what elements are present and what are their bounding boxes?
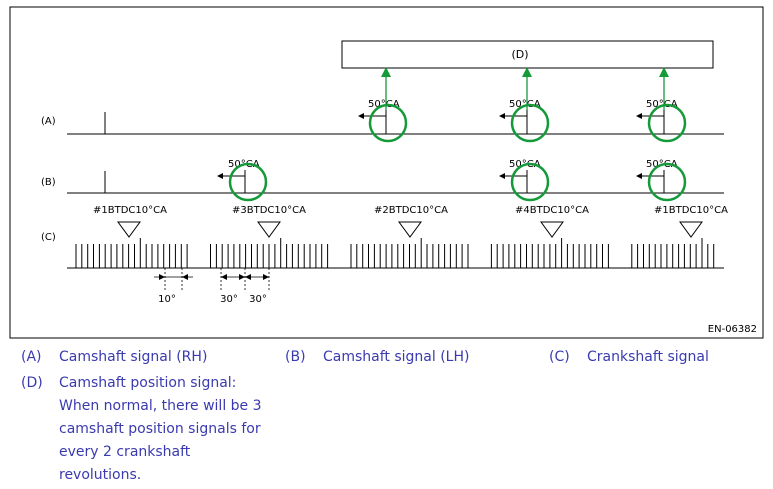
tdc-marker: #1BTDC10°CA (654, 205, 728, 238)
camshaft-lh-pulse: 50°CA (499, 159, 550, 202)
tdc-triangle (679, 221, 703, 238)
tdc-marker: #3BTDC10°CA (232, 205, 306, 238)
pulse-circle (647, 103, 687, 143)
legend-key: (D) (21, 375, 43, 391)
camshaft-rh-pulse: 50°CA (358, 67, 408, 143)
tdc-marker: #2BTDC10°CA (374, 205, 448, 238)
tdc-triangle (257, 221, 281, 238)
legend-text: Camshaft position signal: When normal, t… (59, 372, 262, 487)
tdc-label: #4BTDC10°CA (515, 205, 589, 216)
figure-id: EN-06382 (708, 324, 757, 335)
pulse-circle (510, 103, 550, 143)
tdc-label: #1BTDC10°CA (654, 205, 728, 216)
legend-line: revolutions. (59, 467, 142, 483)
pulse-circle (647, 162, 687, 202)
legend-line: When normal, there will be 3 (59, 398, 262, 414)
camshaft-lh-pulse: 50°CA (217, 159, 268, 202)
legend-line: camshaft position signals for (59, 421, 261, 437)
tdc-label: #2BTDC10°CA (374, 205, 448, 216)
legend-key: (B) (285, 349, 306, 365)
legend-item-a: (A) Camshaft signal (RH) (21, 346, 261, 369)
camshaft-rh-pulse: 50°CA (636, 67, 687, 143)
crankshaft-teeth (75, 238, 715, 268)
tdc-label: #1BTDC10°CA (93, 205, 167, 216)
pulse-circle (368, 103, 408, 143)
legend-line: Camshaft position signal: (59, 375, 237, 391)
pulse-circle (510, 162, 550, 202)
legend-text: Crankshaft signal (587, 349, 709, 365)
tdc-marker: #1BTDC10°CA (93, 205, 167, 238)
legend-item-c: (C) Crankshaft signal (549, 346, 764, 369)
legend-item-b: (B) Camshaft signal (LH) (285, 346, 525, 369)
row-label-a: (A) (41, 116, 56, 127)
legend-key: (C) (549, 349, 570, 365)
dim-label: 30° (249, 294, 267, 305)
row-label-c: (C) (41, 232, 56, 243)
dimension-10deg: 10° (154, 268, 193, 305)
pulse-circle (228, 162, 268, 202)
dim-label: 30° (220, 294, 238, 305)
tdc-triangle (398, 221, 422, 238)
legend-item-d: (D) Camshaft position signal: When norma… (21, 372, 281, 487)
legend-text: Camshaft signal (RH) (59, 349, 208, 365)
cam-position-box-label: (D) (511, 48, 528, 61)
tdc-label: #3BTDC10°CA (232, 205, 306, 216)
dim-label: 10° (158, 294, 176, 305)
legend-text: Camshaft signal (LH) (323, 349, 470, 365)
camshaft-rh-pulse: 50°CA (499, 67, 550, 143)
tdc-triangle (117, 221, 141, 238)
dimension-30deg: 30° 30° (220, 268, 270, 305)
legend-line: every 2 crankshaft (59, 444, 191, 460)
tdc-triangle (540, 221, 564, 238)
row-label-b: (B) (41, 177, 56, 188)
camshaft-lh-pulse: 50°CA (636, 159, 687, 202)
legend-key: (A) (21, 349, 42, 365)
diagram-frame (9, 6, 764, 339)
tdc-marker: #4BTDC10°CA (515, 205, 589, 238)
